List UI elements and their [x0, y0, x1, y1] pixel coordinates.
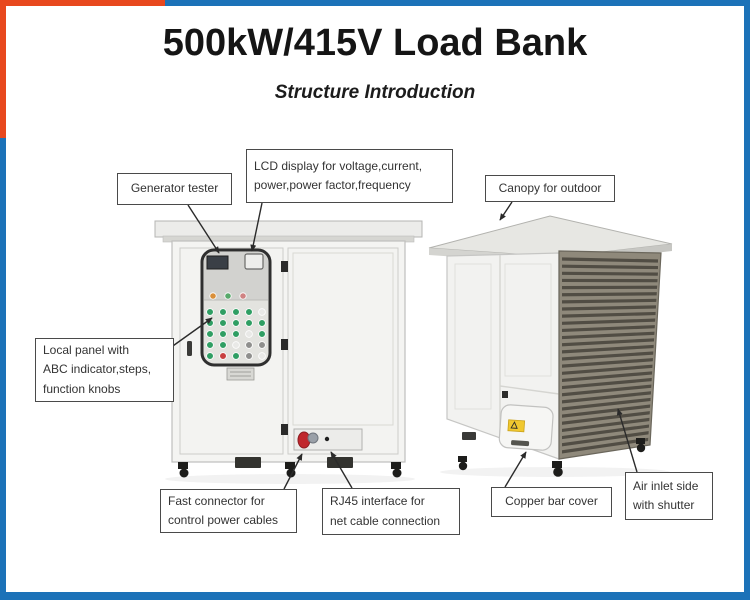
left-machine-front-view: [154, 220, 423, 478]
cable-slot: [511, 440, 530, 447]
leader-air-inlet: [616, 408, 638, 473]
callout-text: Generator tester: [130, 181, 219, 196]
front-panel-outline: [454, 263, 492, 410]
fast-connector-cap: [307, 432, 319, 444]
frame-left-orange-accent: [0, 0, 6, 138]
indicator-light-b: [224, 292, 232, 300]
frame-bottom-blue-accent: [0, 592, 750, 600]
callout-text: power,power factor,frequency: [254, 178, 411, 192]
lower-compartment-seam: [499, 385, 560, 395]
leader-canopy: [499, 201, 513, 221]
function-knob-grid: [206, 308, 266, 360]
leader-lcd-display: [250, 202, 263, 252]
compartment-latch: [502, 391, 508, 398]
indicator-light-a: [209, 292, 217, 300]
callout-fast-connector: Fast connector for control power cables: [160, 489, 297, 533]
hinge-bottom: [281, 424, 288, 435]
frame-right-blue-accent: [744, 0, 750, 592]
leader-fast-connector: [283, 453, 303, 490]
hinge-top: [281, 261, 288, 272]
bottom-vent-left: [235, 457, 261, 468]
indicator-light-c: [239, 292, 247, 300]
right-door-panel-outline: [292, 252, 394, 426]
lcd-display-screen: [206, 255, 229, 270]
frame-top-orange-accent: [0, 0, 165, 6]
door-lock: [187, 341, 192, 356]
left-machine-canopy: [154, 220, 423, 238]
callout-copper-bar: Copper bar cover: [491, 487, 612, 517]
page-subtitle: Structure Introduction: [274, 82, 476, 103]
callout-text: function knobs: [43, 381, 121, 396]
leader-copper-bar: [504, 451, 527, 488]
callout-text: with shutter: [633, 498, 695, 512]
callout-text: control power cables: [168, 513, 279, 527]
generator-tester-socket: [244, 253, 264, 270]
louver-slats: [562, 257, 659, 454]
callout-air-inlet: Air inlet side with shutter: [625, 472, 713, 520]
callout-canopy: Canopy for outdoor: [485, 175, 615, 202]
leader-rj45: [330, 451, 353, 489]
callout-text: Fast connector for: [168, 493, 265, 508]
page-title: 500kW/415V Load Bank: [162, 22, 588, 64]
callout-text: ABC indicator,steps,: [43, 362, 152, 377]
copper-bar-cover: [498, 404, 554, 451]
left-machine-shadow: [165, 474, 415, 484]
callout-text: LCD display for voltage,current,: [254, 158, 423, 173]
callout-text: Copper bar cover: [505, 494, 598, 509]
rj45-port: [324, 436, 330, 442]
leader-lines: [169, 201, 638, 490]
right-door: [287, 247, 399, 455]
callout-generator-tester: Generator tester: [117, 173, 232, 205]
hinge-middle: [281, 339, 288, 350]
frame-left-blue-accent: [0, 138, 6, 592]
frame-top-blue-accent: [165, 0, 750, 6]
callout-text: Air inlet side: [633, 478, 699, 493]
callout-text: Canopy for outdoor: [498, 180, 602, 195]
left-machine-casters: [178, 462, 402, 478]
callout-rj45: RJ45 interface for net cable connection: [322, 488, 460, 535]
right-machine-side-view: [428, 215, 673, 477]
front-base-vent: [462, 432, 476, 440]
bottom-vent-right: [327, 457, 353, 468]
nameplate: [226, 367, 255, 381]
leader-generator-tester: [187, 204, 220, 254]
leader-local-panel: [169, 317, 213, 349]
callout-text: Local panel with: [43, 342, 130, 357]
callout-local-panel: Local panel with ABC indicator,steps, fu…: [35, 338, 174, 402]
front-panel-outline-2: [504, 263, 552, 377]
callout-text: net cable connection: [330, 513, 441, 528]
right-machine-casters: [458, 438, 646, 477]
callout-text: RJ45 interface for: [330, 494, 425, 509]
callout-lcd-display: LCD display for voltage,current, power,p…: [246, 149, 453, 203]
local-panel: [204, 252, 268, 360]
